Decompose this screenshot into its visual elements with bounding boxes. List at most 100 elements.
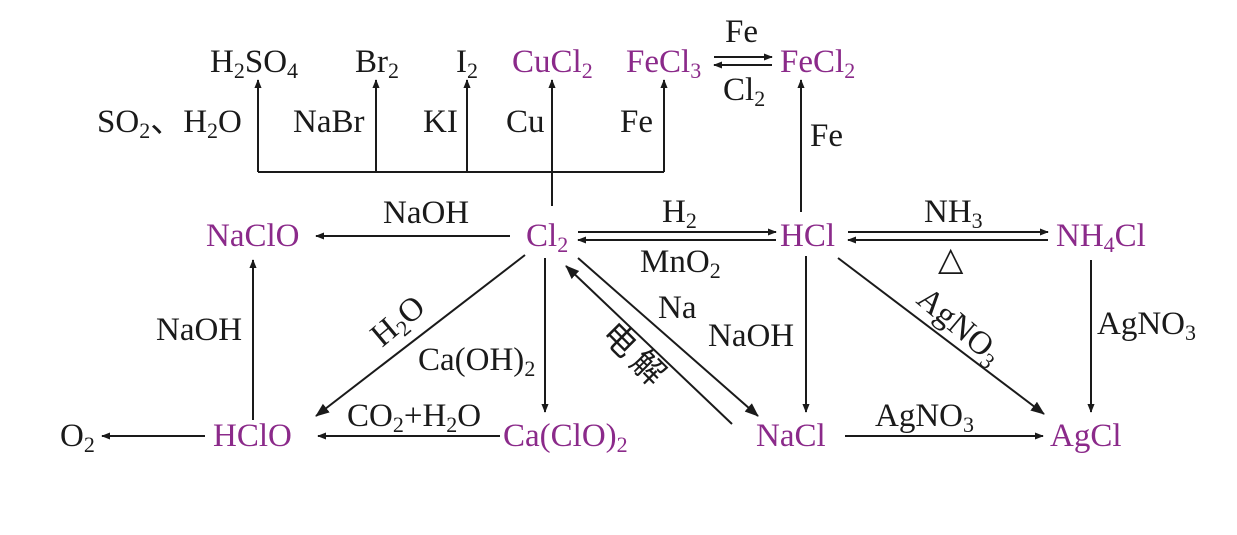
reagent-h2: H2: [662, 194, 697, 233]
reagent-naoh-mid: NaOH: [708, 318, 794, 354]
node-hcl-part-0: HCl: [780, 218, 835, 254]
reagent-nabr: NaBr: [293, 104, 364, 140]
reagent-nabr-part-0: NaBr: [293, 104, 364, 140]
reagent-nh3: NH3: [924, 194, 983, 233]
reagent-so2-h2o-part-2: 、H: [150, 104, 207, 140]
reagent-agno3-diag: AgNO3: [908, 281, 1009, 375]
node-fecl2: FeCl2: [780, 44, 855, 83]
node-fecl2-part-1: 2: [844, 58, 855, 83]
node-o2: O2: [60, 418, 95, 457]
reagent-caoh2-part-0: Ca(OH): [418, 342, 524, 378]
node-i2-part-1: 2: [467, 58, 478, 83]
node-br2-part-0: Br: [355, 44, 388, 80]
node-naclo: NaClO: [206, 218, 300, 254]
node-o2-part-1: 2: [84, 432, 95, 457]
node-nh4cl-part-1: 4: [1104, 232, 1115, 257]
node-cl2: Cl2: [526, 218, 568, 257]
reagent-na-part-0: Na: [658, 290, 697, 326]
node-i2: I2: [456, 44, 478, 83]
reagent-heat: △: [938, 242, 964, 278]
node-br2: Br2: [355, 44, 399, 83]
reagent-na: Na: [658, 290, 697, 326]
node-nh4cl-part-2: Cl: [1115, 218, 1146, 254]
reagent-nh3-part-0: NH: [924, 194, 972, 230]
reagent-cl2-fecl2-part-1: 2: [754, 86, 765, 111]
reagent-agno3-bottom: AgNO3: [875, 398, 974, 437]
reagent-so2-h2o-part-0: SO: [97, 104, 139, 140]
arrow-cl2-to-hclo: [315, 254, 526, 417]
reagent-mno2-part-0: MnO: [640, 244, 710, 280]
node-naclo-part-0: NaClO: [206, 218, 300, 254]
reagent-naoh-left: NaOH: [156, 312, 242, 348]
node-caclo2: Ca(ClO)2: [503, 418, 628, 457]
reagent-so2-h2o-part-3: 2: [207, 118, 218, 143]
reagent-fe-right: Fe: [810, 118, 843, 154]
node-cucl2-part-0: CuCl: [512, 44, 582, 80]
reagent-fe-top: Fe: [620, 104, 653, 140]
reagent-electrolysis: 电解: [594, 315, 672, 393]
node-caclo2-part-1: 2: [617, 432, 628, 457]
reagent-ki: KI: [423, 104, 458, 140]
node-hclo-part-0: HClO: [213, 418, 292, 454]
arrow-cl2-to-nacl: [577, 257, 759, 417]
node-nacl-part-0: NaCl: [756, 418, 826, 454]
reagent-h2-part-1: 2: [686, 208, 697, 233]
node-cucl2: CuCl2: [512, 44, 593, 83]
reagent-co2-h2o-part-4: O: [457, 398, 481, 434]
node-br2-part-1: 2: [388, 58, 399, 83]
reagent-cl2-fecl2-part-0: Cl: [723, 72, 754, 108]
node-fecl3-part-0: FeCl: [626, 44, 690, 80]
reagent-co2-h2o: CO2+H2O: [347, 398, 481, 437]
node-h2so4-part-0: H: [210, 44, 234, 80]
reagent-fe-top-part-0: Fe: [620, 104, 653, 140]
node-fecl2-part-0: FeCl: [780, 44, 844, 80]
node-h2so4-part-1: 2: [234, 58, 245, 83]
reagent-naoh-top-part-0: NaOH: [383, 195, 469, 231]
node-nh4cl-part-0: NH: [1056, 218, 1104, 254]
arrow-hcl-to-agcl: [837, 257, 1045, 415]
reagent-mno2-part-1: 2: [710, 258, 721, 283]
reagent-agno3-right-part-0: AgNO: [1097, 306, 1185, 342]
reagent-co2-h2o-part-2: +H: [404, 398, 446, 434]
reagent-cl2-fecl2: Cl2: [723, 72, 765, 111]
node-nacl: NaCl: [756, 418, 826, 454]
reagent-naoh-top: NaOH: [383, 195, 469, 231]
reagent-h2-part-0: H: [662, 194, 686, 230]
node-agcl-part-0: AgCl: [1050, 418, 1122, 454]
node-agcl: AgCl: [1050, 418, 1122, 454]
node-o2-part-0: O: [60, 418, 84, 454]
reagent-nh3-part-1: 3: [972, 208, 983, 233]
node-i2-part-0: I: [456, 44, 467, 80]
reagent-caoh2-part-1: 2: [524, 356, 535, 381]
reagent-fe-fecl3-part-0: Fe: [725, 14, 758, 50]
reagent-naoh-left-part-0: NaOH: [156, 312, 242, 348]
node-h2so4: H2SO4: [210, 44, 298, 83]
node-hcl: HCl: [780, 218, 835, 254]
node-cucl2-part-1: 2: [582, 58, 593, 83]
node-h2so4-part-3: 4: [287, 58, 298, 83]
node-h2so4-part-2: SO: [245, 44, 287, 80]
reagent-co2-h2o-part-3: 2: [446, 412, 457, 437]
reagent-agno3-right: AgNO3: [1097, 306, 1196, 345]
arrow-nacl-to-cl2: [565, 265, 733, 425]
node-nh4cl: NH4Cl: [1056, 218, 1146, 257]
node-fecl3-part-1: 3: [690, 58, 701, 83]
reagent-so2-h2o-part-1: 2: [139, 118, 150, 143]
node-caclo2-part-0: Ca(ClO): [503, 418, 617, 454]
reagent-agno3-bottom-part-1: 3: [963, 412, 974, 437]
reagent-caoh2: Ca(OH)2: [418, 342, 535, 381]
reagent-agno3-right-part-1: 3: [1185, 320, 1196, 345]
reagent-ki-part-0: KI: [423, 104, 458, 140]
reagent-agno3-bottom-part-0: AgNO: [875, 398, 963, 434]
reagent-so2-h2o-part-4: O: [218, 104, 242, 140]
reagent-fe-fecl3: Fe: [725, 14, 758, 50]
node-hclo: HClO: [213, 418, 292, 454]
arrows: [101, 53, 1095, 440]
node-fecl3: FeCl3: [626, 44, 701, 83]
reagent-cu: Cu: [506, 104, 545, 140]
reagent-cu-part-0: Cu: [506, 104, 545, 140]
reagent-naoh-mid-part-0: NaOH: [708, 318, 794, 354]
node-cl2-part-1: 2: [557, 232, 568, 257]
